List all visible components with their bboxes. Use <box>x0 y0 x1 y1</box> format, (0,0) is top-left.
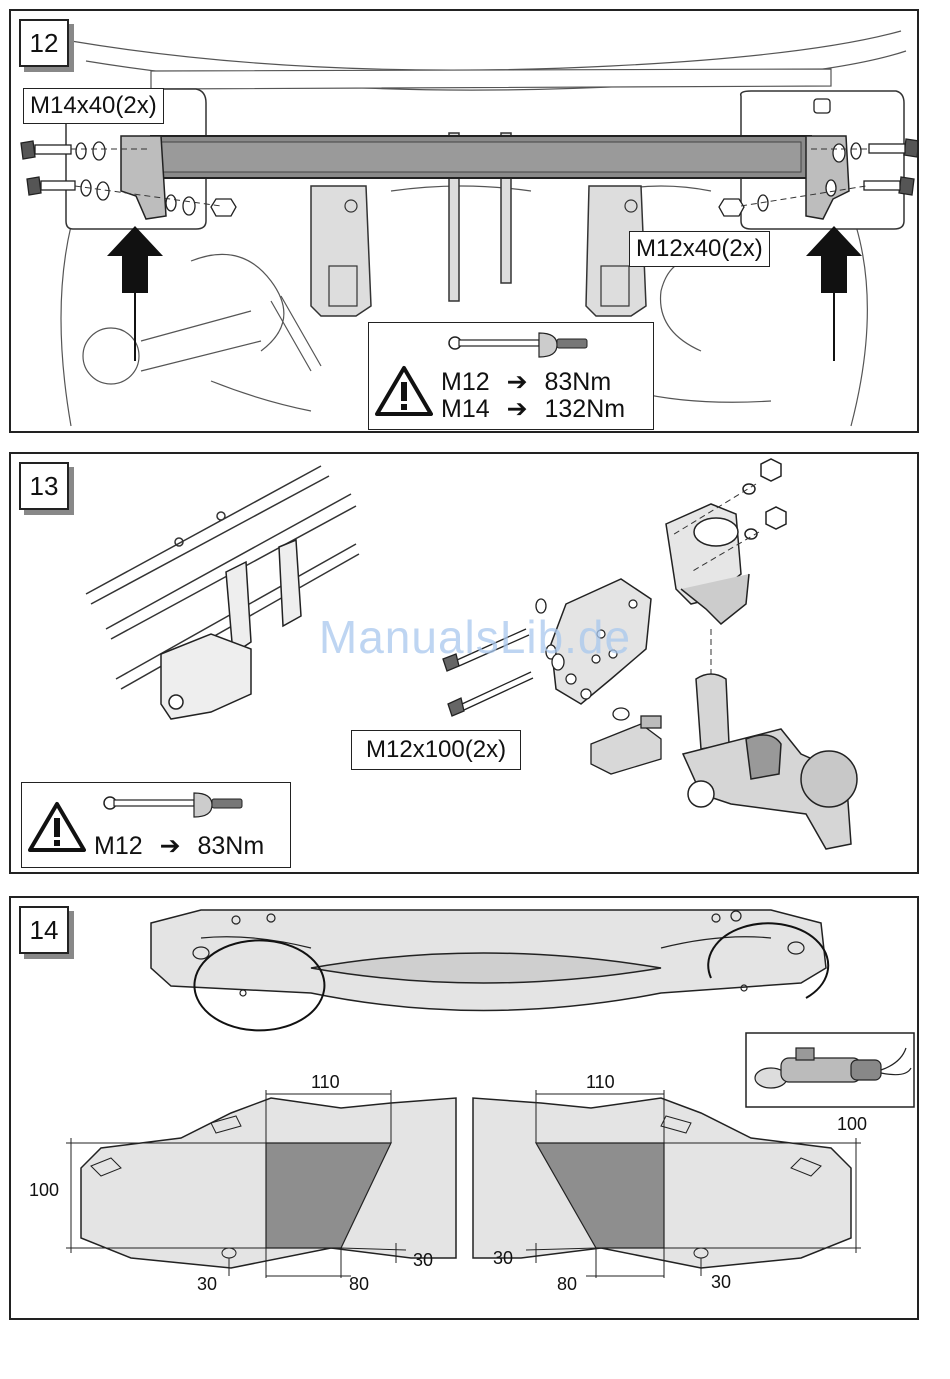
bolt-spec-right: M12x40(2x) <box>629 231 770 267</box>
warning-triangle-icon <box>375 365 433 417</box>
step-number-13: 13 <box>19 462 69 510</box>
dim-top-right: 110 <box>586 1072 615 1092</box>
dim-bottom-right-c: 30 <box>711 1272 731 1292</box>
warning-triangle-icon <box>28 801 86 853</box>
dim-top-left: 110 <box>311 1072 340 1092</box>
lift-arrow-left <box>107 226 163 361</box>
watermark: ManualsLib.de <box>0 610 950 664</box>
torque-wrench-icon <box>445 329 591 361</box>
step-number-12: 12 <box>19 19 69 67</box>
dim-bottom-left-c: 30 <box>413 1250 433 1270</box>
dim-height-right: 100 <box>837 1114 867 1134</box>
dim-bottom-left-b: 80 <box>349 1274 369 1294</box>
torque-spec-box-13: M12 ➔ 83Nm <box>21 782 291 868</box>
dim-bottom-right-b: 80 <box>557 1274 577 1294</box>
step-number-14: 14 <box>19 906 69 954</box>
torque-wrench-icon <box>100 789 246 821</box>
torque-row-m14: M14 ➔ 132Nm <box>441 396 625 422</box>
torque-row-m12: M12 ➔ 83Nm <box>441 369 611 395</box>
torque-spec-box-12: M12 ➔ 83Nm M14 ➔ 132Nm <box>368 322 654 430</box>
bolt-spec-13: M12x100(2x) <box>351 730 521 770</box>
dim-height-left: 100 <box>29 1180 59 1200</box>
torque-row-m12: M12 ➔ 83Nm <box>94 833 264 859</box>
dim-bottom-left-a: 30 <box>197 1274 217 1294</box>
lift-arrow-right <box>806 226 862 361</box>
dim-bottom-right-a: 30 <box>493 1248 513 1268</box>
step-14-panel: 14 110 110 100 100 30 80 30 30 80 30 <box>9 896 919 1320</box>
step-12-panel: 12 M14x40(2x) M12x40(2x) M12 ➔ 83Nm M14 … <box>9 9 919 433</box>
step-14-illustration <box>11 898 917 1318</box>
bolt-spec-left: M14x40(2x) <box>23 88 164 124</box>
